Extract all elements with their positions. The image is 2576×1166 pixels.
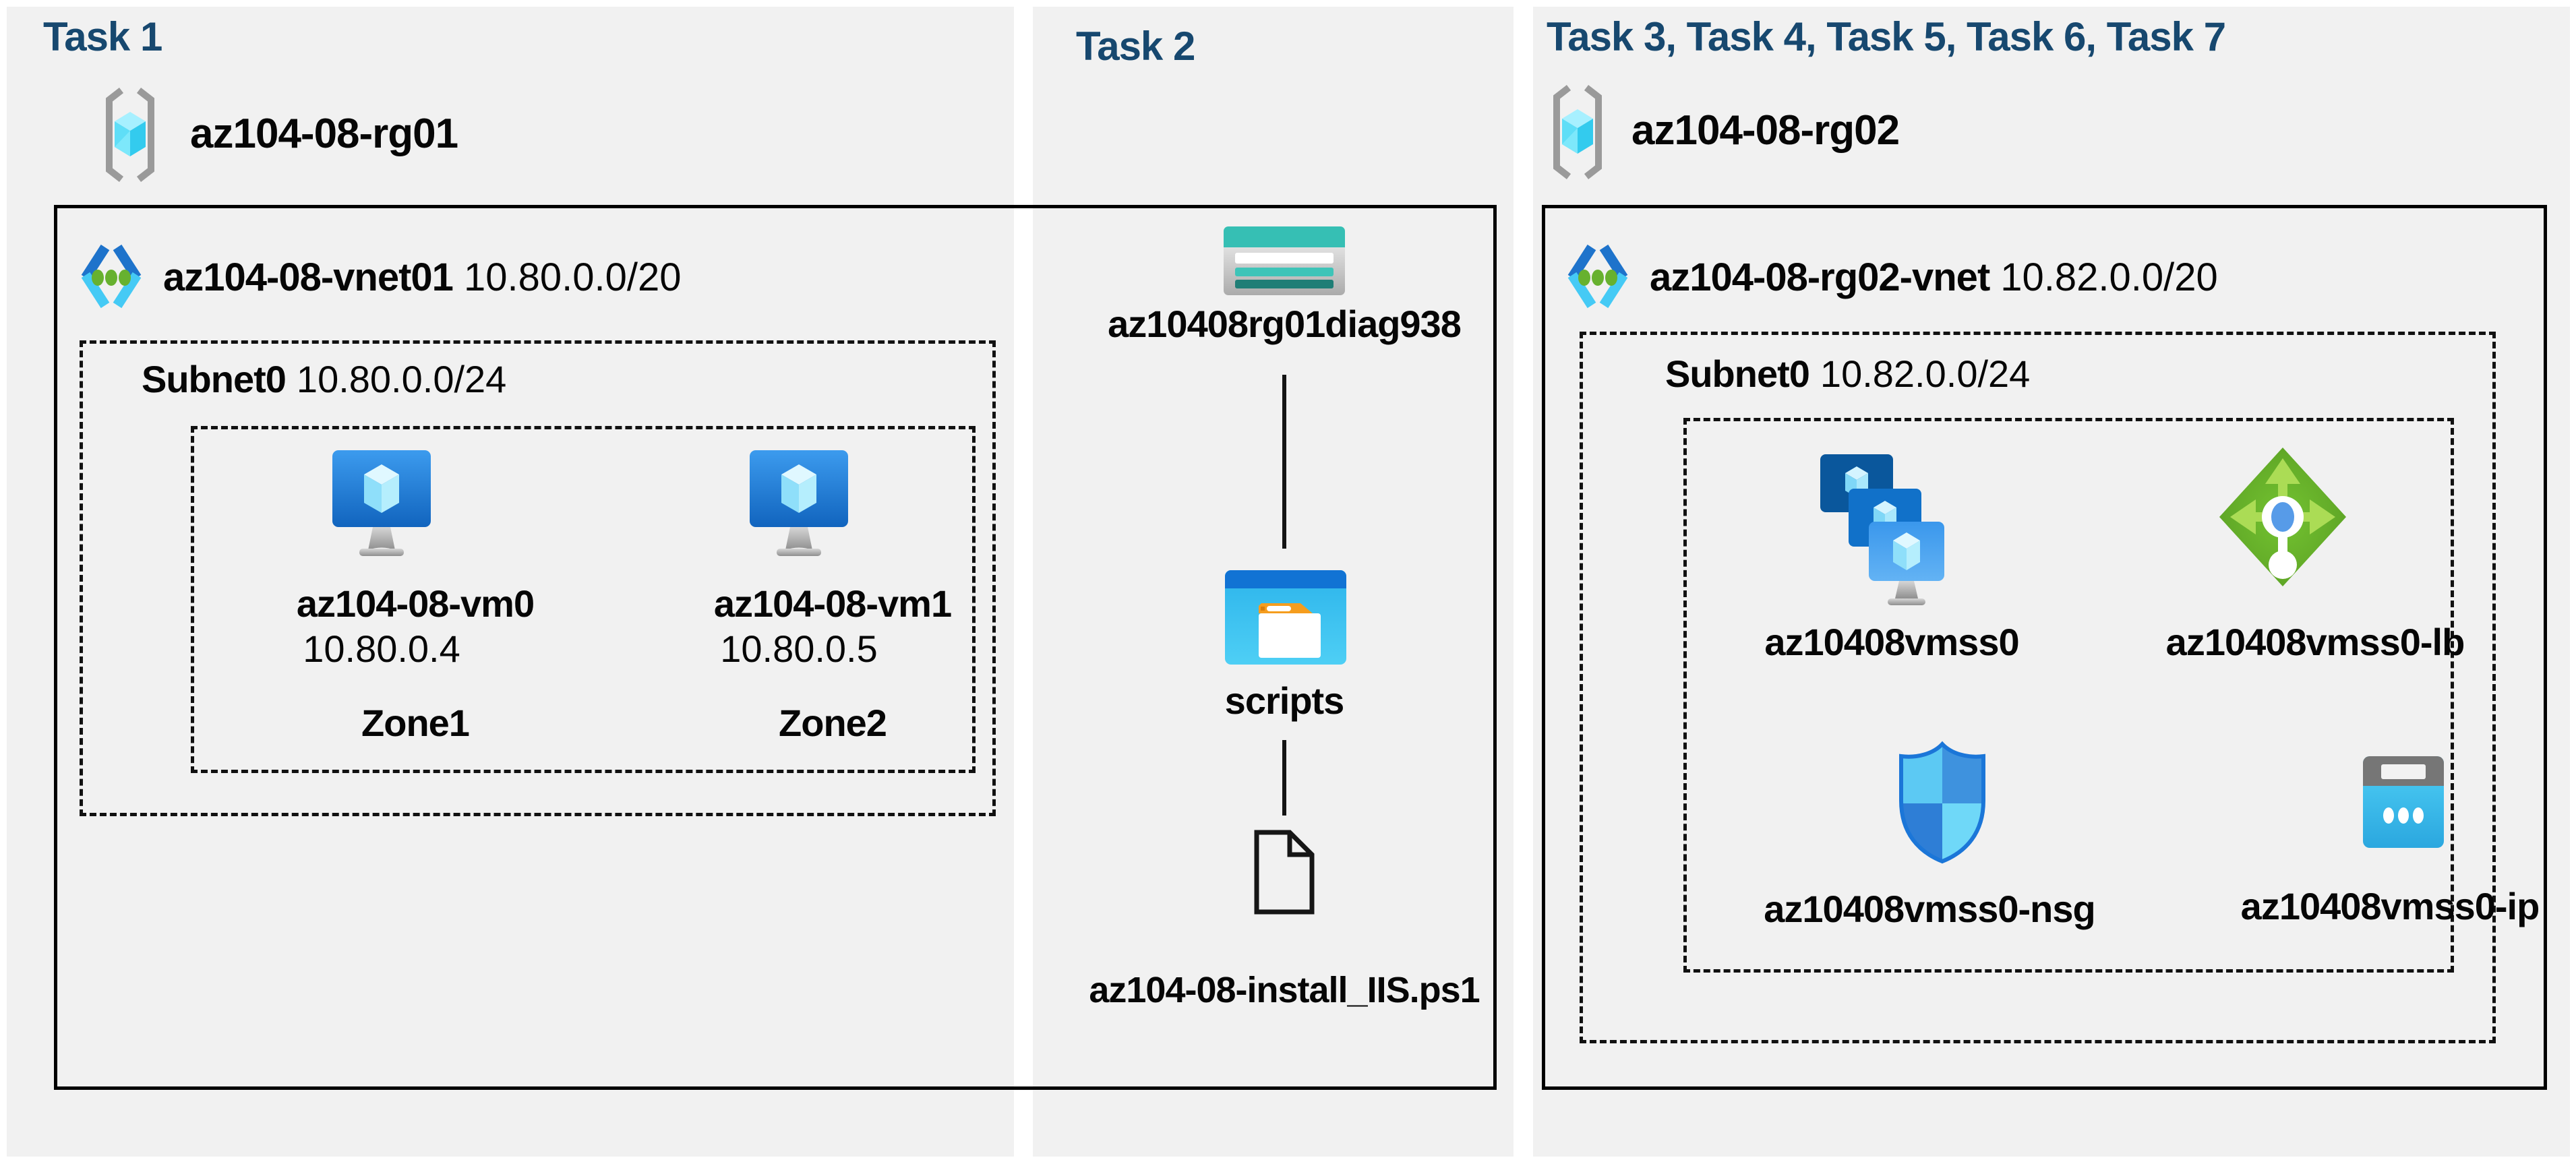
subnet2-cidr: 10.82.0.0/24 <box>1820 352 2031 395</box>
vmss-name: az10408vmss0 <box>1764 621 2019 663</box>
subnet1-box <box>80 340 996 816</box>
connector-line <box>1282 740 1286 816</box>
subnet2-name: Subnet0 <box>1665 352 1810 395</box>
resource-group-icon <box>101 86 159 183</box>
storage-account-icon <box>1224 226 1345 295</box>
network-security-group-icon <box>1893 739 1991 867</box>
public-ip-icon <box>2363 756 2444 848</box>
task3-header: Task 3, Task 4, Task 5, Task 6, Task 7 <box>1547 14 2226 59</box>
resource-group-name: az104-08-rg01 <box>190 111 458 157</box>
virtual-machine-icon <box>748 449 849 559</box>
task2-header: Task 2 <box>1076 24 1195 69</box>
resource-group-name: az104-08-rg02 <box>1631 107 1900 154</box>
file-icon <box>1252 828 1317 917</box>
vnet1-cidr: 10.80.0.0/20 <box>463 255 682 299</box>
vm0-zone: Zone1 <box>361 702 470 744</box>
virtual-network-icon <box>1564 240 1631 314</box>
rg01-boundary-box <box>54 205 1497 1090</box>
vm1-name: az104-08-vm1 <box>713 582 952 625</box>
subnet2-box <box>1580 332 2496 1043</box>
rg02-boundary-box <box>1542 205 2547 1090</box>
vnet1-name: az104-08-vnet01 <box>163 255 454 299</box>
subnet1-cidr: 10.80.0.0/24 <box>296 358 507 400</box>
task1-header: Task 1 <box>43 14 162 59</box>
vm0-ip: 10.80.0.4 <box>303 627 460 670</box>
panel-task3 <box>1533 7 2570 1157</box>
storage-account-name: az10408rg01diag938 <box>1108 303 1462 345</box>
virtual-network-icon <box>78 240 145 314</box>
resource-group-icon <box>1549 84 1607 181</box>
vmss-group-box <box>1683 418 2454 973</box>
vnet2-cidr: 10.82.0.0/20 <box>2000 255 2218 299</box>
blob-container-icon <box>1225 570 1346 665</box>
load-balancer-icon <box>2215 443 2350 590</box>
vm1-ip: 10.80.0.5 <box>720 627 878 670</box>
container-name: scripts <box>1224 679 1345 722</box>
vm0-name: az104-08-vm0 <box>296 582 535 625</box>
connector-line <box>1282 375 1286 549</box>
vnet2-name: az104-08-rg02-vnet <box>1650 255 1990 299</box>
public-ip-name: az10408vmss0-ip <box>2240 885 2540 927</box>
script-file-name: az104-08-install_IIS.ps1 <box>1089 970 1480 1010</box>
virtual-machine-icon <box>331 449 432 559</box>
load-balancer-name: az10408vmss0-lb <box>2165 621 2465 663</box>
vm-group-box <box>191 426 976 773</box>
nsg-name: az10408vmss0-nsg <box>1764 888 2095 930</box>
vm-scale-set-icon <box>1819 453 1948 607</box>
subnet1-name: Subnet0 <box>142 358 287 400</box>
vm1-zone: Zone2 <box>779 702 887 744</box>
panel-task1 <box>7 7 1014 1157</box>
